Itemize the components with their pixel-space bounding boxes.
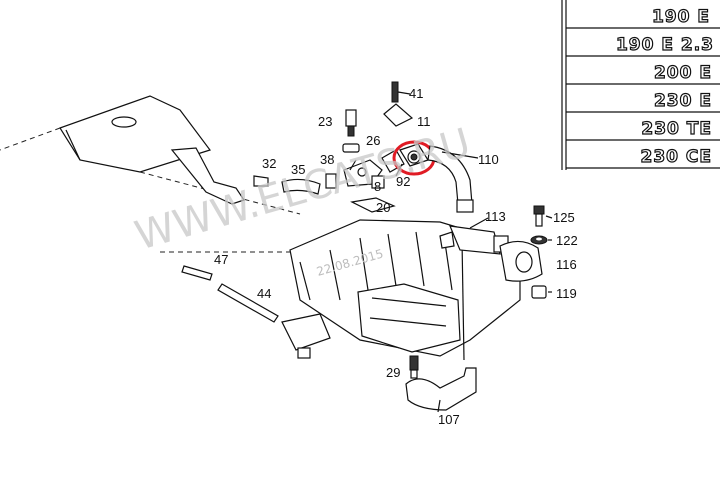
model-badge-panel: 190 E 190 E 2.3 200 E 230 E 230 TE 230 C… [561,0,720,170]
bolt-29 [409,355,419,379]
part-label-41: 41 [409,86,423,101]
part-label-35: 35 [291,162,305,177]
part-label-92: 92 [396,174,410,189]
part-label-122: 122 [556,233,578,248]
small-parts-right [530,205,548,299]
hose-107 [405,367,477,411]
tubes-47-44 [160,251,290,323]
model-badge-2: 190 E 2.3 [616,35,714,55]
part-label-38: 38 [320,152,334,167]
leader-lines [349,91,553,413]
intake-manifold-drawing [289,219,521,361]
part-label-23: 23 [318,114,332,129]
part-label-47: 47 [214,252,228,267]
hose-110 [427,145,474,213]
model-badge-6: 230 CE [641,147,713,167]
part-label-26: 26 [366,133,380,148]
part-label-125: 125 [553,210,575,225]
part-label-8: 8 [374,179,381,194]
bracket-116 [499,240,543,282]
idle-valve-113 [439,225,509,255]
model-badge-1: 190 E [652,7,710,27]
part-label-29: 29 [386,365,400,380]
model-badge-5: 230 TE [641,119,712,139]
part-label-113: 113 [485,209,506,224]
hose-assembly-left [170,147,337,205]
part-label-32: 32 [262,156,276,171]
part-label-107: 107 [438,412,460,427]
part-label-20: 20 [376,200,390,215]
model-badge-4: 230 E [654,91,712,111]
part-label-110: 110 [478,152,499,167]
part-label-116: 116 [556,257,577,272]
model-badge-3: 200 E [654,63,712,83]
check-valve [281,313,331,359]
part-label-44: 44 [257,286,271,301]
part-label-119: 119 [556,286,577,301]
engine-cover-drawing [0,95,301,215]
part-number-labels: 41 23 11 26 32 35 38 110 92 8 20 113 125… [214,86,578,427]
part-label-11: 11 [417,114,431,129]
